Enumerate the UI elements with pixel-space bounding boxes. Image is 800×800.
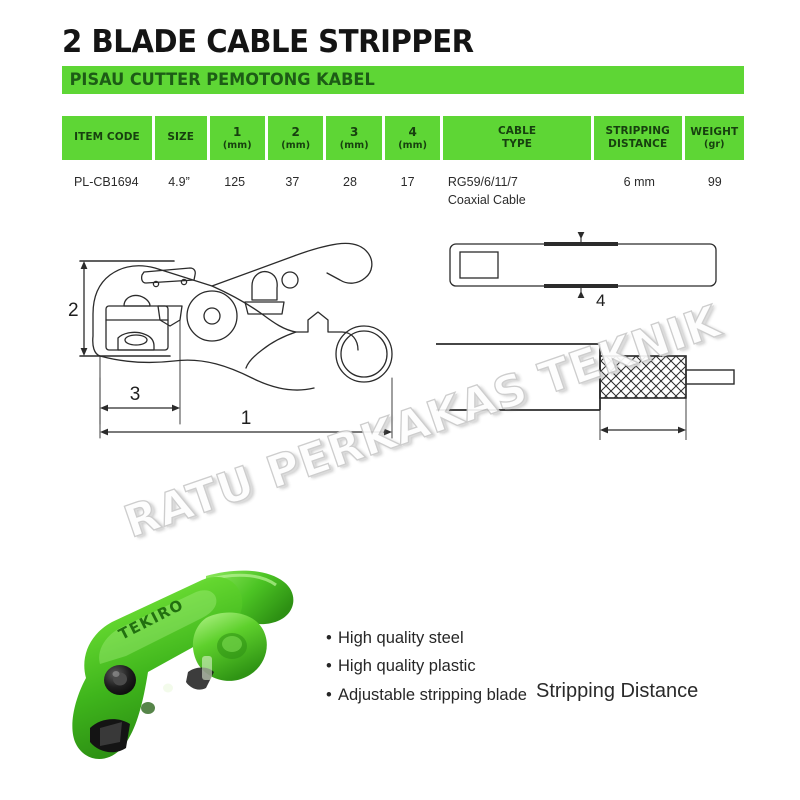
bullet-icon: • [326,629,332,647]
feature-text: High quality steel [338,629,464,647]
column-header-dim-2: 2 (mm) [268,116,324,160]
cell-cable-type-line1: RG59/6/11/7 [447,175,518,189]
list-item: • Adjustable stripping blade [326,681,527,709]
technical-drawings: 2 3 1 4 [0,228,800,702]
column-header-label: ITEM CODE [74,131,140,144]
column-header-unit: (gr) [704,138,725,150]
column-header-unit: (mm) [281,139,311,151]
side-view-diagram: 2 3 1 [68,242,393,439]
column-header-label: 3 [349,124,359,139]
feature-text: High quality plastic [338,657,476,676]
bullet-icon: • [326,657,332,676]
column-header-unit: (mm) [222,139,252,151]
subtitle-text: PISAU CUTTER PEMOTONG KABEL [69,69,375,90]
column-header-dim-3: 3 (mm) [326,116,382,160]
column-header-unit: (mm) [339,139,369,151]
column-header-label: 4 [408,124,417,139]
dimension-label-length: 1 [241,408,252,429]
dimension-label-head: 3 [130,384,141,405]
cell-dim-4: 17 [400,175,415,189]
cell-weight: 99 [707,175,722,189]
column-header-label-line2: DISTANCE [608,138,668,150]
list-item: • High quality steel [326,624,527,652]
feature-text: Adjustable stripping blade [338,685,527,704]
column-header-dim-4: 4 (mm) [384,116,441,160]
feature-list: • High quality steel • High quality plasti… [326,624,527,709]
coax-diagram [436,343,735,440]
page-title: 2 BLADE CABLE STRIPPER [62,24,474,60]
spec-table-header-row: ITEM CODE SIZE 1 (mm) 2 (mm) 3 (mm) 4 (m… [62,116,744,160]
column-header-label-line2: TYPE [502,138,533,150]
column-header-label: CABLE [497,124,537,137]
table-row: PL-CB1694 4.9” 125 37 28 17 RG59/6/11/7 … [62,160,744,209]
column-header-label: 2 [291,124,300,139]
column-header-label: SIZE [167,131,195,144]
column-header-label: WEIGHT [690,125,739,138]
subtitle-bar: PISAU CUTTER PEMOTONG KABEL [62,65,744,94]
cell-cable-type: RG59/6/11/7 Coaxial Cable [438,173,593,209]
column-header-unit: (mm) [398,139,428,151]
stripping-distance-caption: Stripping Distance [536,680,699,702]
cell-dim-1: 125 [224,175,246,189]
column-header-label: STRIPPING [605,124,670,137]
column-header-stripping-distance: STRIPPING DISTANCE [593,116,682,160]
dimension-label-thickness: 4 [596,291,605,310]
cell-dim-3: 28 [343,175,357,189]
list-item: • High quality plastic [326,652,527,680]
cell-stripping-distance: 6 mm [623,175,655,189]
product-photo: TEKIRO [72,570,294,759]
tool-body [72,576,243,759]
top-view-diagram: 4 [449,232,717,310]
title-block: 2 BLADE CABLE STRIPPER PISAU CUTTER PEMO… [62,26,752,94]
bullet-icon: • [326,685,332,704]
column-header-weight: WEIGHT (gr) [684,116,744,160]
cell-dim-2: 37 [285,175,300,189]
cell-cable-type-line2: Coaxial Cable [447,193,526,208]
column-header-dim-1: 1 (mm) [209,116,266,160]
column-header-cable-type: CABLE TYPE [443,116,591,160]
column-header-label: 1 [233,124,242,139]
dimension-label-height: 2 [68,300,79,321]
cell-size: 4.9” [168,175,190,189]
column-header-size: SIZE [154,116,207,160]
spec-table: ITEM CODE SIZE 1 (mm) 2 (mm) 3 (mm) 4 (m… [62,116,744,209]
cell-item-code: PL-CB1694 [73,175,139,189]
column-header-item-code: ITEM CODE [62,116,152,160]
